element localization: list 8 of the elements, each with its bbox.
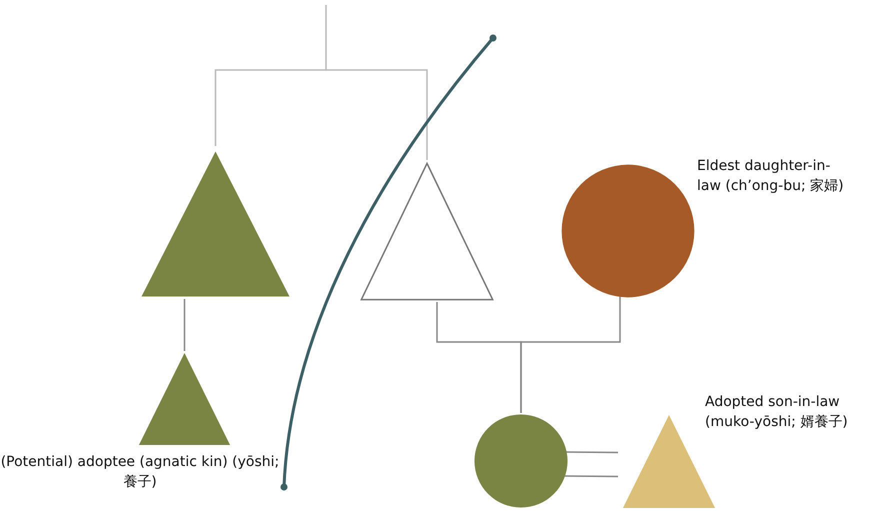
connector-line: [214, 5, 327, 146]
node-label: Eldest daughter-in-law (ch’ong-bu; 家婦): [697, 157, 845, 196]
connector-line: [564, 475, 618, 478]
connector-line: [520, 296, 621, 413]
node-label: (Potential) adoptee (agnatic kin) (yōshi; 養子): [0, 453, 280, 492]
connector-line: [326, 69, 428, 160]
connector-line: [184, 299, 186, 351]
node-label: Adopted son-in-law (muko-yōshi; 婿養子): [705, 393, 849, 432]
